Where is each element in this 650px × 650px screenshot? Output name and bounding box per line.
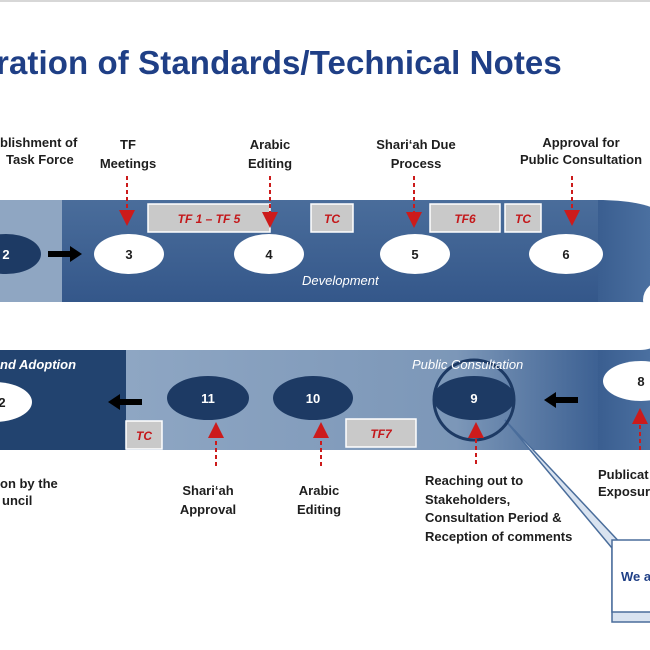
step-8-number: 8 — [637, 374, 644, 389]
step-10-number: 10 — [306, 391, 320, 406]
step-9-number: 9 — [470, 391, 477, 406]
callout-box — [611, 539, 650, 613]
step-2-number: 2 — [2, 247, 9, 262]
tag-tc-b-text: TC — [515, 212, 531, 226]
top-divider — [0, 0, 650, 2]
tag-tf6-text: TF6 — [454, 212, 476, 226]
step-3-node — [94, 234, 164, 274]
stage-label-public-consultation: Public Consultation — [412, 357, 524, 372]
flow-arrow-9-8 — [544, 392, 578, 408]
label-arabic-editing-top: Arabic Editing — [247, 137, 293, 171]
step-11-number: 11 — [201, 391, 215, 406]
step-8-node — [603, 361, 650, 401]
step-9-highlight-ring — [432, 358, 516, 442]
step-2-node — [0, 234, 41, 274]
step-9-node — [433, 376, 515, 420]
step-7-node-partial — [643, 285, 650, 315]
tag-tc-c — [125, 420, 163, 450]
tag-tc-a — [310, 203, 354, 233]
label-adoption-by-council: on by the uncil — [0, 476, 58, 508]
step-12-number: 2 — [0, 395, 6, 410]
label-tf-meetings: TF Meetings — [99, 137, 157, 171]
step-6-node — [529, 234, 603, 274]
step-11-node — [167, 376, 249, 420]
step-12-node — [0, 382, 32, 422]
tag-tc-c-text: TC — [136, 429, 152, 443]
label-reaching-out-stakeholders: Reaching out to Stakeholders, Consultati… — [425, 473, 573, 544]
label-publication-exposure: Publicat Exposure — [598, 467, 650, 499]
label-sharia-due-process: Shari‘ah Due Process — [376, 137, 456, 171]
slide-title: ration of Standards/Technical Notes — [0, 44, 562, 81]
tag-tf7-text: TF7 — [370, 427, 393, 441]
stage-label-development: Development — [302, 273, 379, 288]
flow-arrow-2-3 — [48, 246, 82, 262]
step-6-number: 6 — [562, 247, 569, 262]
flow-arrow-11-12 — [108, 394, 142, 410]
label-establishment-task-force: blishment of Task Force — [0, 135, 78, 167]
callout-text: We a — [621, 569, 650, 584]
step-4-number: 4 — [265, 247, 273, 262]
label-sharia-approval: Shari‘ah Approval — [179, 483, 237, 517]
label-arabic-editing-bottom: Arabic Editing — [296, 483, 342, 517]
tag-tc-b — [504, 203, 542, 233]
tag-tf1-tf5 — [147, 203, 271, 233]
step-10-node — [273, 376, 353, 420]
step-5-node — [380, 234, 450, 274]
step-4-node — [234, 234, 304, 274]
tag-tc-a-text: TC — [324, 212, 340, 226]
stage-label-approval-adoption: nd Adoption — [0, 357, 77, 372]
label-approval-public-consultation: Approval for Public Consultation — [519, 135, 643, 167]
step-3-number: 3 — [125, 247, 132, 262]
band-u-turn-inner-cap — [572, 302, 628, 350]
step-5-number: 5 — [411, 247, 418, 262]
tag-tf1-tf5-text: TF 1 – TF 5 — [178, 212, 241, 226]
tag-tf7 — [345, 418, 417, 448]
tag-tf6 — [429, 203, 501, 233]
